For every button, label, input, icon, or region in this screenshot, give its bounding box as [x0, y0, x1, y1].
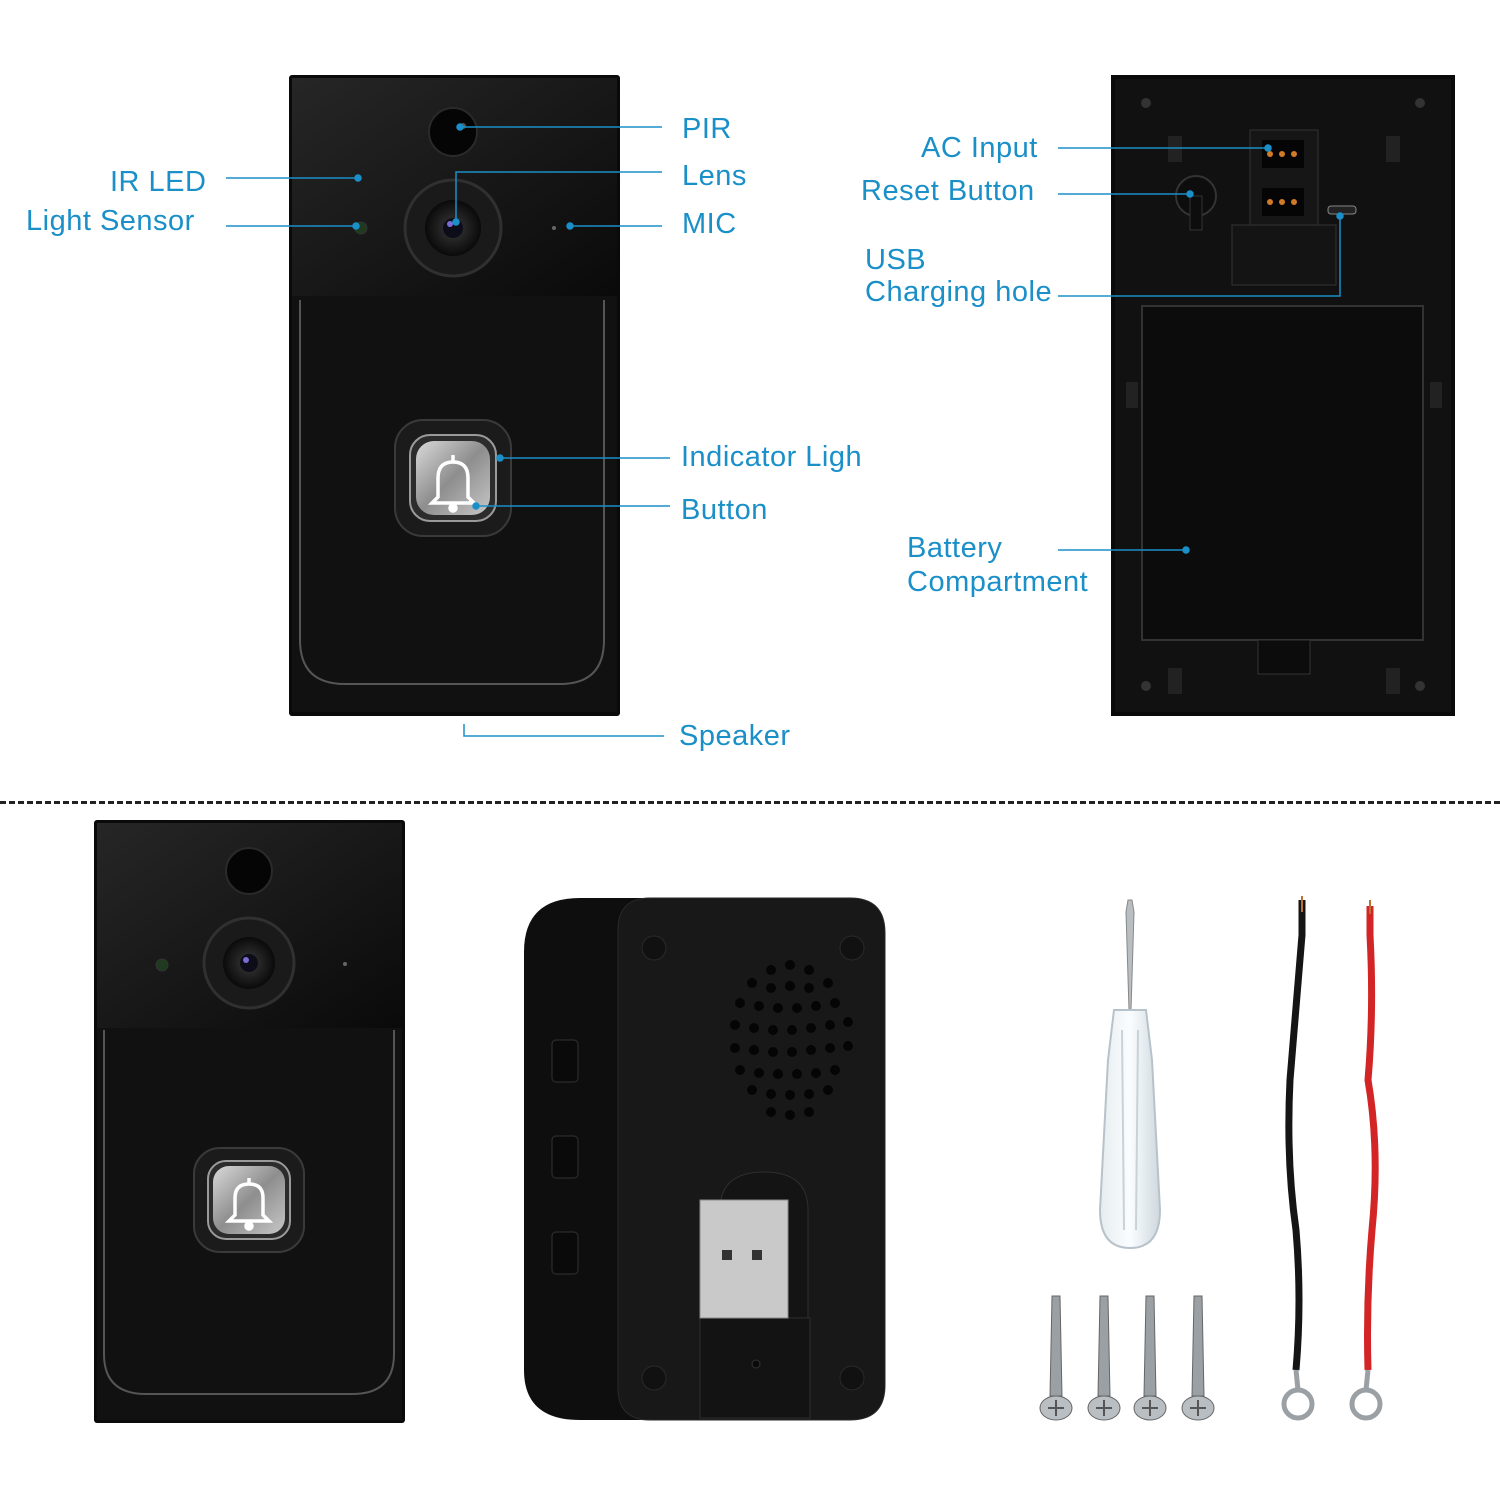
pir-sensor	[428, 107, 478, 157]
front-callout-lines	[226, 123, 670, 737]
button-label: Button	[681, 494, 768, 526]
black-wire	[1285, 900, 1306, 1371]
package-doorbell	[94, 820, 405, 1423]
play-icon	[551, 1039, 579, 1083]
red-wire	[1364, 906, 1379, 1371]
pir-label: PIR	[682, 113, 732, 145]
bell-icon	[224, 1178, 274, 1231]
light-sensor-label: Light Sensor	[26, 205, 195, 237]
bell-icon	[427, 455, 479, 513]
indicator-light-label: Indicator Ligh	[681, 441, 863, 473]
charging-hole-label: Charging hole	[865, 276, 1053, 308]
screwdriver	[1098, 899, 1162, 1250]
usb-port	[1327, 205, 1357, 215]
speaker-label: Speaker	[679, 720, 791, 752]
wires	[1281, 896, 1383, 1421]
section-divider	[0, 801, 1500, 804]
bell-button	[416, 441, 490, 515]
front-doorbell	[289, 75, 620, 716]
mic-hole	[552, 226, 556, 230]
lens-label: Lens	[682, 160, 747, 192]
next-icon	[551, 1135, 579, 1179]
screws	[1039, 1295, 1215, 1421]
back-plate	[1111, 75, 1455, 716]
chime-receiver	[524, 897, 886, 1421]
back-callout-lines	[1058, 144, 1344, 554]
usb-label: USB	[865, 244, 927, 276]
battery-label: Battery	[907, 532, 1003, 564]
ac-input-label: AC Input	[921, 132, 1038, 164]
usb-plug	[699, 1199, 789, 1319]
reset-button-label: Reset Button	[861, 175, 1035, 207]
mic-label: MIC	[682, 208, 737, 240]
previous-icon	[551, 1231, 579, 1275]
battery-compartment	[1141, 305, 1424, 641]
speaker-grille	[730, 960, 853, 1120]
compartment-label: Compartment	[907, 566, 1089, 598]
ir-led-label: IR LED	[110, 166, 207, 198]
